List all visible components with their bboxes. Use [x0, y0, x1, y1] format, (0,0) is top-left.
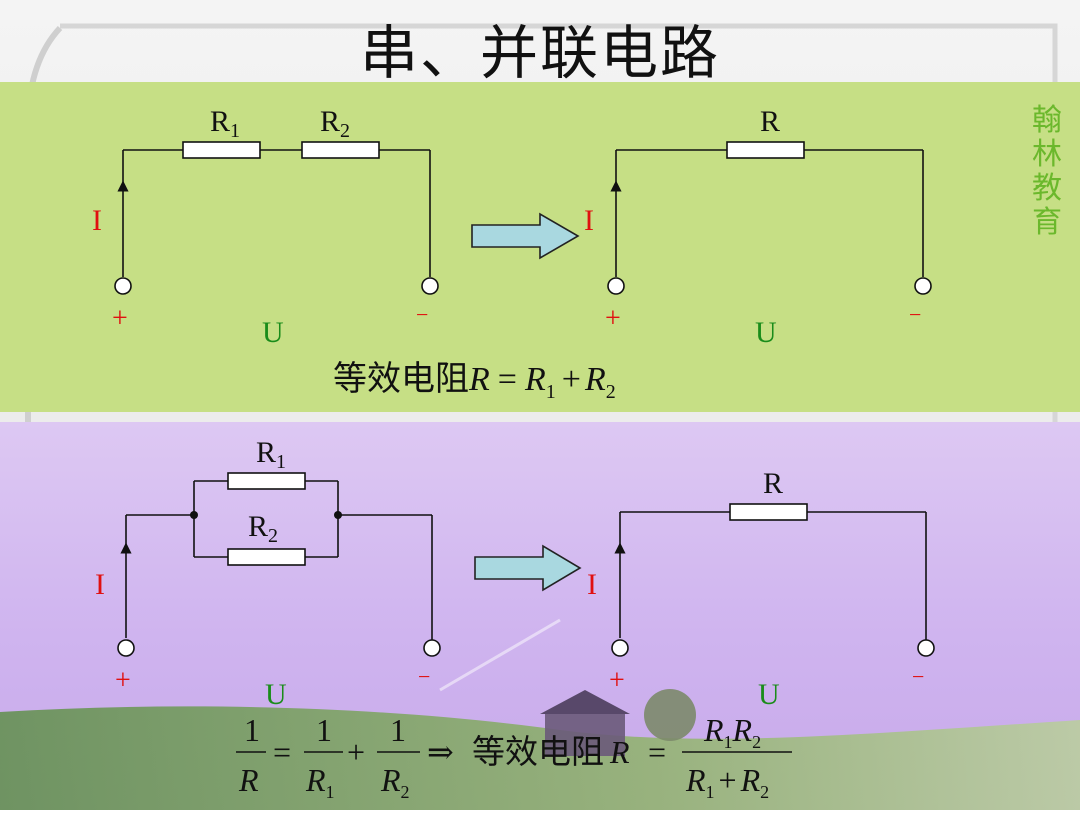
parallel-circuit: [117, 472, 441, 657]
label-r-equivalent: R: [760, 105, 780, 138]
resistor-r2: [227, 548, 306, 566]
series-equivalent-circuit: [607, 141, 932, 295]
label-plus-equivalent: +: [609, 665, 625, 696]
label-minus: −: [416, 302, 428, 327]
side-char: 翰: [1032, 103, 1062, 138]
fraction-2-numerator: 1: [316, 712, 332, 748]
resistor-r1: [227, 472, 306, 490]
side-char: 林: [1032, 137, 1062, 172]
fraction-3-denominator: R2: [380, 762, 410, 802]
label-plus: +: [115, 665, 131, 696]
fraction-3-numerator: 1: [390, 712, 406, 748]
label-voltage-equivalent: U: [758, 678, 780, 711]
terminal-plus: [114, 277, 132, 295]
sum-denominator: R1+R2: [685, 762, 769, 802]
fraction-2-denominator: R1: [305, 762, 335, 802]
equivalent-resistance-text: 等效电阻: [472, 734, 604, 771]
label-current-equivalent: I: [587, 568, 597, 601]
parallel-transform-arrow: [474, 544, 582, 592]
label-plus: +: [112, 303, 128, 334]
page-title: 串、并联电路: [359, 19, 720, 87]
junction-right: [334, 511, 342, 519]
terminal-plus: [607, 277, 625, 295]
terminal-minus: [423, 639, 441, 657]
light-streak: [439, 618, 561, 692]
label-voltage-equivalent: U: [755, 316, 777, 349]
label-voltage: U: [262, 316, 284, 349]
label-r1: R1: [256, 436, 286, 473]
label-current: I: [92, 204, 102, 237]
terminal-plus: [611, 639, 629, 657]
label-r2: R2: [320, 105, 350, 142]
side-char: 教: [1032, 171, 1062, 206]
label-current: I: [95, 568, 105, 601]
resistor-r-equivalent: [729, 503, 808, 521]
parallel-formula: 1 R = 1 R1 + 1 R2 ⇒ 等效电阻 R = R1R2 R1+R2: [236, 712, 792, 802]
resistor-r-equivalent: [726, 141, 805, 159]
terminal-minus: [917, 639, 935, 657]
terminal-minus: [914, 277, 932, 295]
series-circuit: [114, 141, 439, 295]
fraction-1-numerator: 1: [244, 712, 260, 748]
label-r-equivalent: R: [763, 467, 783, 500]
label-voltage: U: [265, 678, 287, 711]
label-minus-equivalent: −: [912, 664, 924, 689]
terminal-plus: [117, 639, 135, 657]
side-char: 育: [1032, 205, 1062, 240]
equivalent-r-symbol: R: [609, 734, 630, 770]
side-label: 翰 林 教 育: [1027, 104, 1067, 240]
implies-sign: ⇒: [427, 734, 454, 770]
product-numerator: R1R2: [703, 712, 761, 752]
label-plus-equivalent: +: [605, 303, 621, 334]
series-formula: 等效电阻R=R1+R2: [333, 359, 616, 403]
parallel-equivalent-circuit: [611, 503, 935, 657]
house-image: [540, 689, 696, 756]
label-minus: −: [418, 664, 430, 689]
terminal-minus: [421, 277, 439, 295]
fraction-1-denominator: R: [238, 762, 259, 798]
equals-sign-2: =: [648, 734, 666, 770]
series-transform-arrow: [471, 212, 580, 260]
label-current-equivalent: I: [584, 204, 594, 237]
label-r1: R1: [210, 105, 240, 142]
landscape-hill: [0, 706, 1080, 810]
label-r2: R2: [248, 510, 278, 547]
label-minus-equivalent: −: [909, 302, 921, 327]
junction-left: [190, 511, 198, 519]
equals-sign: =: [273, 734, 291, 770]
plus-sign: +: [347, 734, 365, 770]
resistor-r1: [182, 141, 261, 159]
resistor-r2: [301, 141, 380, 159]
